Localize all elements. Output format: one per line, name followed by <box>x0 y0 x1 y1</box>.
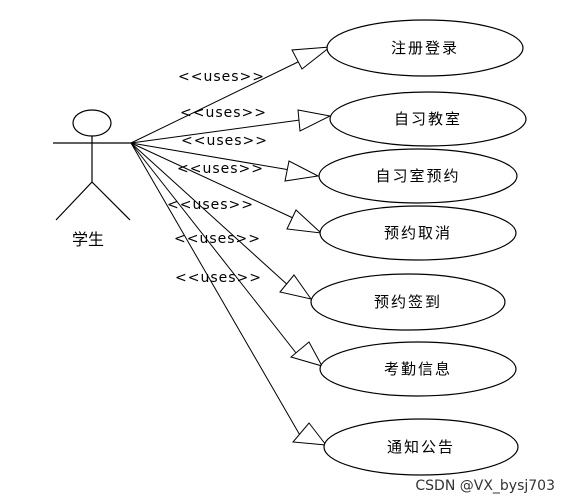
actor-name: 学生 <box>72 230 104 249</box>
stereotype-label-2: <<uses>> <box>181 133 268 149</box>
arrowhead-6 <box>292 422 328 446</box>
association-5 <box>130 142 324 367</box>
arrowhead-3 <box>286 209 323 234</box>
use-case-notice[interactable]: 通知公告 <box>323 418 519 476</box>
stereotype-label-6: <<uses>> <box>175 270 262 286</box>
stereotype-labels: <<uses>> <<uses>> <<uses>> <<uses>> <<us… <box>167 69 268 286</box>
association-3 <box>130 142 323 234</box>
arrowhead-1 <box>297 109 332 132</box>
associations <box>130 46 332 446</box>
stereotype-label-3: <<uses>> <box>177 161 264 177</box>
use-case-label: 自习教室 <box>394 110 462 128</box>
use-case-label: 通知公告 <box>387 438 455 456</box>
association-1 <box>130 109 332 144</box>
actor-student: 学生 <box>53 109 131 249</box>
actor-right-leg <box>91 181 131 221</box>
watermark: CSDN @VX_bysj703 <box>415 478 555 494</box>
use-cases: 注册登录 自习教室 自习室预约 预约取消 预约签到 考勤信息 <box>310 19 527 476</box>
arrowhead-5 <box>289 341 324 367</box>
association-0 <box>130 46 332 144</box>
stereotype-label-5: <<uses>> <box>174 231 261 247</box>
use-case-label: 注册登录 <box>391 39 459 57</box>
use-case-register-login[interactable]: 注册登录 <box>326 19 524 77</box>
association-2 <box>130 142 320 182</box>
use-case-label: 预约签到 <box>374 293 442 311</box>
use-case-attendance-info[interactable]: 考勤信息 <box>319 341 517 397</box>
use-case-label: 预约取消 <box>384 224 452 242</box>
association-6 <box>130 142 328 446</box>
arrowhead-2 <box>284 160 320 182</box>
arrowhead-4 <box>279 274 313 300</box>
stereotype-label-1: <<uses>> <box>180 105 267 121</box>
stereotype-label-0: <<uses>> <box>178 69 265 85</box>
use-case-room-booking[interactable]: 自习室预约 <box>318 148 518 204</box>
arrowhead-0 <box>291 46 332 70</box>
stereotype-label-4: <<uses>> <box>167 197 254 213</box>
use-case-study-room[interactable]: 自习教室 <box>329 91 527 147</box>
use-case-label: 考勤信息 <box>384 360 452 378</box>
use-case-check-in[interactable]: 预约签到 <box>310 273 506 331</box>
use-case-label: 自习室预约 <box>375 167 460 185</box>
actor-head <box>72 109 112 137</box>
use-case-cancel-booking[interactable]: 预约取消 <box>319 205 517 261</box>
association-4 <box>130 142 313 300</box>
actor-left-leg <box>55 181 93 221</box>
